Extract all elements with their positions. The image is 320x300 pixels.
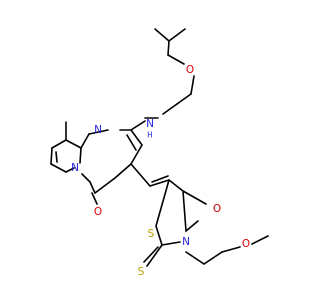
bond-line [154,28,170,42]
atom-s-thioxo: S [138,266,145,278]
bond-line [79,147,82,164]
bond-line [51,139,67,149]
bond-line [50,147,53,165]
bond-line [143,246,159,263]
atom-s-ring: S [148,228,155,240]
bond-line [65,167,75,173]
bond-line [155,179,170,227]
bond-line [50,163,67,173]
atom-n-bridge: N [71,162,79,174]
bond-line [89,181,96,194]
bond-line [176,93,192,105]
bond-line [162,103,178,115]
bond-line [182,190,187,232]
bond-line [130,144,143,165]
bond-line [185,220,199,232]
bond-line [251,235,269,245]
atom-n-thiazolidine: N [182,236,190,248]
bond-line [161,241,181,246]
bond-line [114,163,132,179]
molecule-structure: O N H N N O O S N S O [50,28,269,278]
atom-labels: O N H N N O O S N S O [71,64,250,278]
bond-line [88,129,109,135]
bond-line [65,139,82,149]
atom-n-amine: N [146,118,154,130]
bond-line [221,246,241,253]
bond-line [182,190,207,205]
atom-o-methoxy: O [242,238,250,250]
bond-line [167,40,170,56]
bond-line [81,173,91,183]
bond-line [94,177,116,194]
bond-line [168,179,184,192]
bond-line [155,225,163,246]
bond-line [126,134,137,151]
bond-line [91,192,98,205]
atom-o-ether: O [186,64,194,76]
atom-o-ketone-right: O [213,203,221,215]
bond-line [146,244,163,267]
bond-line [168,28,186,42]
bond-line [130,120,146,131]
atom-h-amine: H [147,131,153,140]
bond-line [185,251,205,265]
bond-line [190,75,195,95]
bond-line [55,151,58,163]
bond-line [203,251,223,265]
bond-line [130,129,143,146]
bond-line [149,179,170,187]
atom-n-pyrimidine: N [94,124,102,136]
bond-lines [50,28,269,267]
bond-line [151,175,169,183]
atom-o-ketone-left: O [94,206,102,218]
bond-line [167,54,185,65]
bond-line [130,163,151,187]
bond-line [80,133,90,149]
